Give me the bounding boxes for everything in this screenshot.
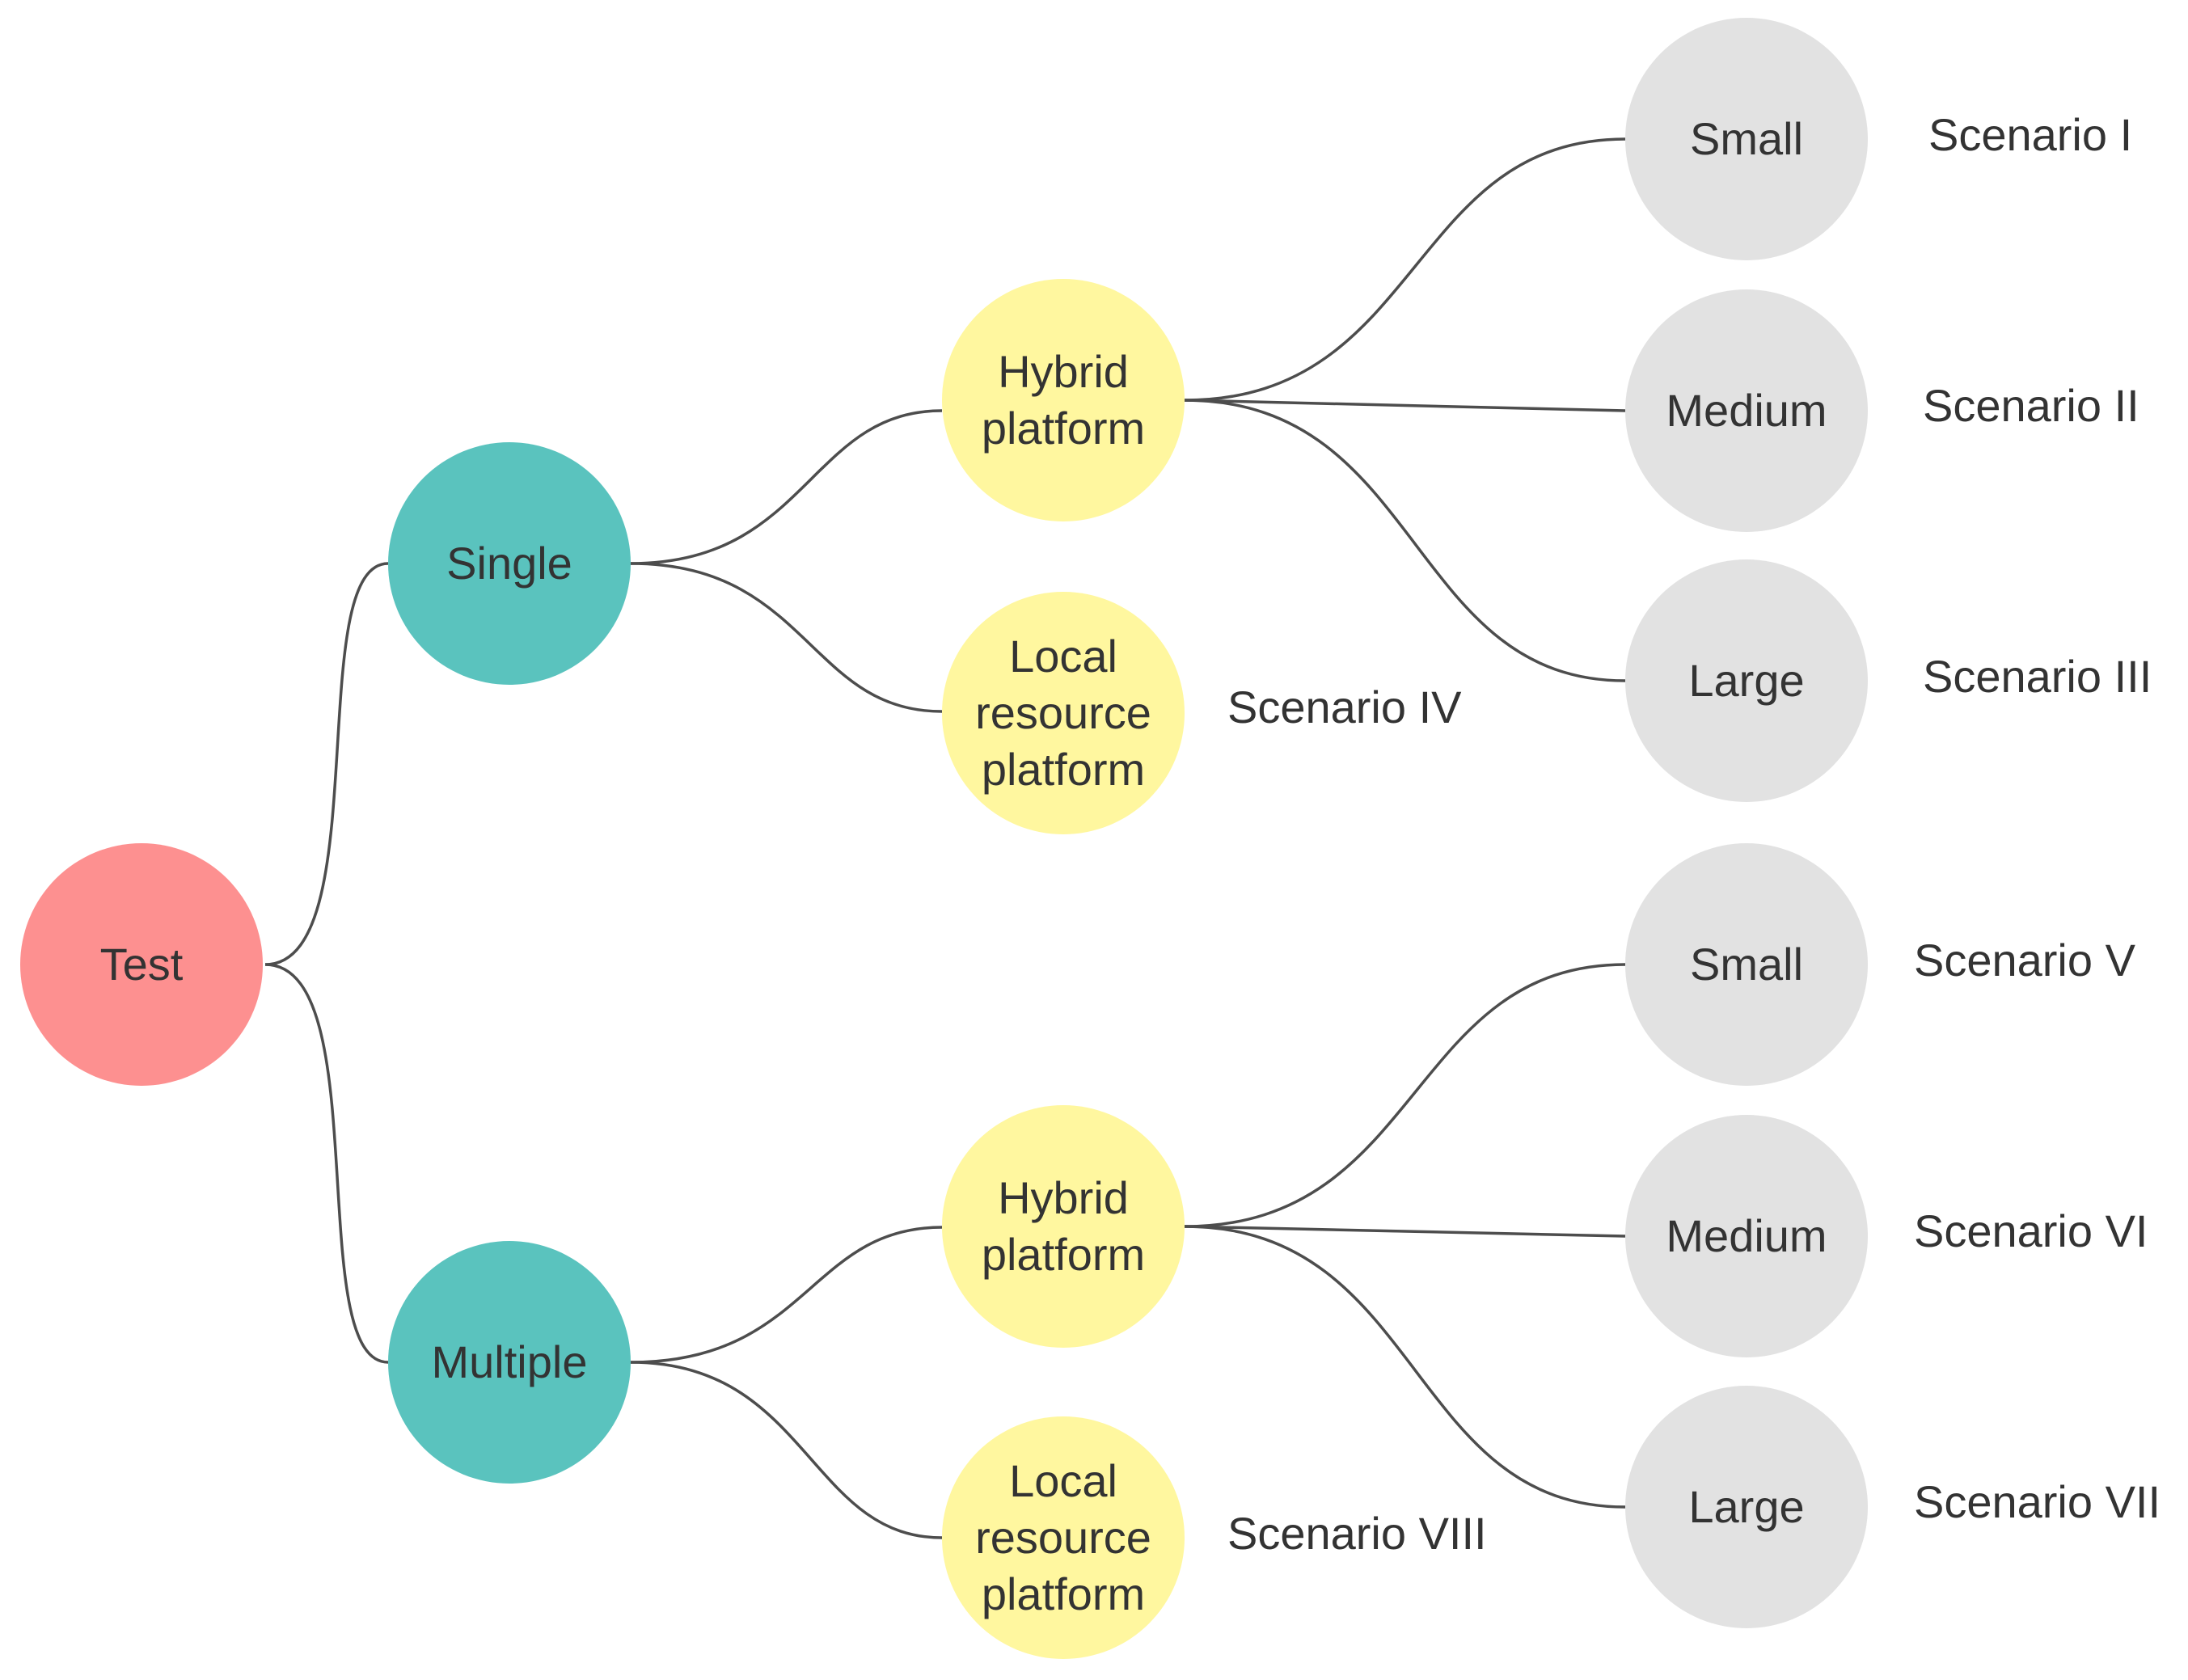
node-multiple-hybrid-platform[interactable]: Hybrid platform: [942, 1105, 1185, 1348]
node-large-label: Large: [1688, 655, 1805, 706]
edge-hybrid1-small: [1184, 137, 1626, 402]
label-line: resource: [975, 1512, 1151, 1563]
node-medium-label: Medium: [1666, 385, 1827, 436]
edge-hybrid2-small: [1184, 963, 1626, 1228]
node-test-label: Test: [99, 939, 184, 990]
edge-test-multiple: [264, 963, 389, 1364]
edge-multiple-local: [630, 1361, 943, 1539]
node-single-local-resource-platform[interactable]: Local resource platform: [942, 592, 1185, 834]
edge-multiple-hybrid: [630, 1226, 943, 1364]
node-multiple-local-resource-platform[interactable]: Local resource platform: [942, 1416, 1185, 1659]
scenario-label-2: Scenario II: [1923, 380, 2139, 431]
label-line: platform: [981, 1229, 1146, 1280]
scenario-label-8: Scenario VIII: [1227, 1508, 1487, 1559]
label-line: resource: [975, 687, 1151, 738]
label-line: platform: [981, 1568, 1146, 1619]
label-line: Local: [1009, 1455, 1117, 1506]
edge-test-single: [264, 562, 389, 966]
node-multiple-label: Multiple: [431, 1336, 588, 1387]
scenario-label-5: Scenario V: [1914, 935, 2135, 986]
node-small-label: Small: [1689, 939, 1804, 990]
node-single-hybrid-platform[interactable]: Hybrid platform: [942, 279, 1185, 521]
scenario-label-7: Scenario VII: [1914, 1476, 2161, 1527]
node-test[interactable]: Test: [20, 843, 263, 1086]
label-line: Hybrid: [998, 1172, 1129, 1223]
node-small-label: Small: [1689, 113, 1804, 164]
edge-hybrid1-large: [1184, 399, 1626, 682]
label-line: platform: [981, 744, 1146, 795]
edge-single-hybrid: [630, 409, 943, 565]
node-single-hybrid-small[interactable]: Small: [1625, 18, 1868, 260]
label-line: Local: [1009, 631, 1117, 682]
node-single-label: Single: [446, 538, 572, 589]
scenario-label-1: Scenario I: [1928, 109, 2133, 160]
scenario-label-4: Scenario IV: [1227, 682, 1462, 732]
scenario-label-3: Scenario III: [1923, 651, 2152, 702]
node-medium-label: Medium: [1666, 1210, 1827, 1261]
label-line: Hybrid: [998, 346, 1129, 397]
node-single-hybrid-large[interactable]: Large: [1625, 559, 1868, 802]
node-multiple-hybrid-small[interactable]: Small: [1625, 843, 1868, 1086]
edge-hybrid2-medium: [1184, 1225, 1626, 1238]
node-large-label: Large: [1688, 1481, 1805, 1532]
node-single[interactable]: Single: [388, 442, 631, 685]
edge-hybrid2-large: [1184, 1225, 1626, 1509]
node-multiple-hybrid-large[interactable]: Large: [1625, 1386, 1868, 1628]
node-single-hybrid-medium[interactable]: Medium: [1625, 289, 1868, 532]
node-multiple[interactable]: Multiple: [388, 1241, 631, 1484]
node-multiple-hybrid-medium[interactable]: Medium: [1625, 1115, 1868, 1357]
label-line: platform: [981, 403, 1146, 454]
edge-single-local: [630, 562, 943, 713]
edge-hybrid1-medium: [1184, 399, 1626, 412]
scenario-label-6: Scenario VI: [1914, 1205, 2148, 1256]
